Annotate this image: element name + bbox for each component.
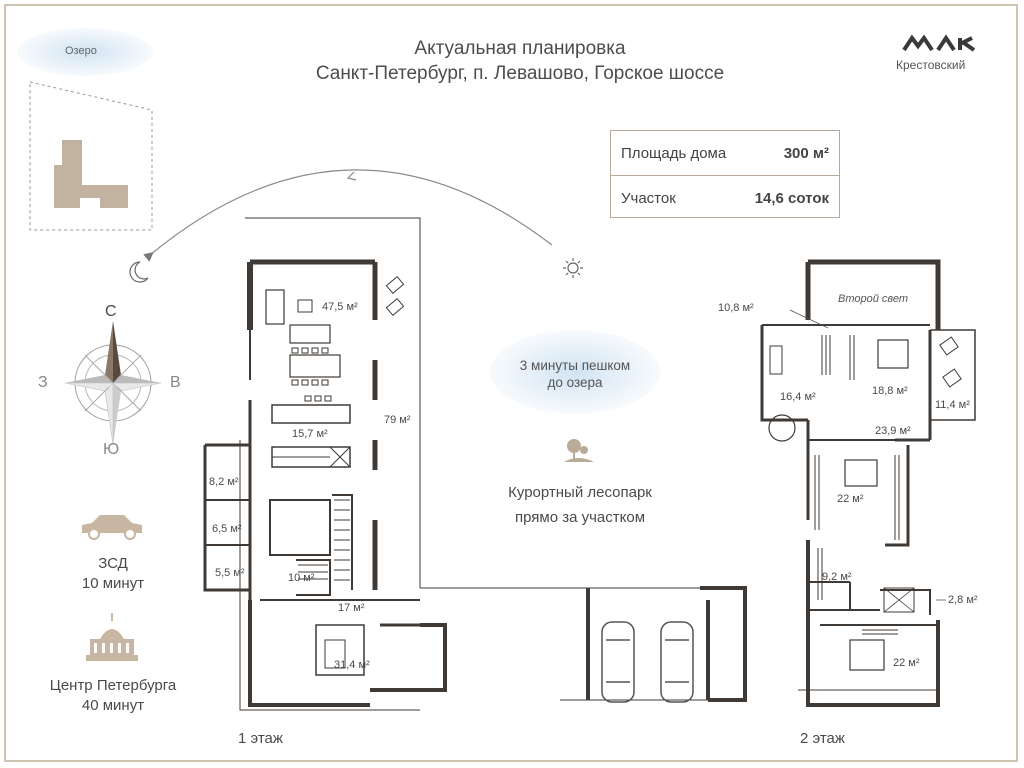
leader-line <box>789 309 829 329</box>
room-area-label: 2,8 м² <box>948 594 978 606</box>
page-frame <box>4 4 1018 762</box>
house-footprint-icon <box>54 140 128 208</box>
room-area-label: 22 м² <box>837 493 864 505</box>
sun-path-arc <box>143 169 553 262</box>
tree-icon <box>564 439 594 462</box>
room-area-label: 17 м² <box>338 602 365 614</box>
center-time: 40 минут <box>81 697 145 714</box>
forest-note-line1: Курортный лесопарк <box>508 484 652 501</box>
forest-note-line2: прямо за участком <box>514 509 646 526</box>
room-area-label: 16,4 м² <box>780 391 816 403</box>
page-title: Актуальная планировка <box>414 38 626 59</box>
house-area-value: 300 м² <box>783 145 829 162</box>
sun-icon <box>563 258 583 278</box>
lake-glow <box>490 330 660 414</box>
room-area-label: 10 м² <box>288 572 315 584</box>
moon-icon <box>129 261 149 283</box>
brand-name: Крестовский <box>896 58 966 72</box>
compass-rose-icon <box>64 321 162 446</box>
zsd-label: ЗСД <box>98 555 128 572</box>
floor2-plan <box>760 259 976 707</box>
lake-note-line2: до озера <box>547 375 603 390</box>
room-area-label: 11,4 м² <box>935 399 970 411</box>
car-icon <box>82 515 142 540</box>
room-area-label: 8,2 м² <box>209 476 239 488</box>
compass-south: Ю <box>103 441 120 458</box>
plot-row: Участок 14,6 соток <box>611 175 839 219</box>
floor1-label: 1 этаж <box>238 730 283 747</box>
house-area-label: Площадь дома <box>621 145 727 162</box>
parked-car-2-icon <box>660 621 694 703</box>
room-area-label: 5,5 м² <box>215 567 245 579</box>
room-area-label: 31,4 м² <box>334 659 370 671</box>
zsd-time: 10 минут <box>81 575 145 592</box>
house-area-row: Площадь дома 300 м² <box>611 131 839 174</box>
site-plan <box>17 28 153 231</box>
room-area-label: 18,8 м² <box>872 385 908 397</box>
plot-boundary <box>29 81 153 231</box>
plot-value: 14,6 соток <box>754 190 829 207</box>
room-area-label: 15,7 м² <box>292 428 328 440</box>
plot-label: Участок <box>621 190 676 207</box>
room-area-label: 23,9 м² <box>875 425 911 437</box>
info-table: Площадь дома 300 м² Участок 14,6 соток <box>610 130 840 218</box>
room-area-label: 10,8 м² <box>718 302 754 314</box>
second-light-label: Второй свет <box>838 293 909 305</box>
landmark-icon <box>86 613 138 661</box>
room-area-label: 9,2 м² <box>822 571 852 583</box>
page-subtitle: Санкт-Петербург, п. Левашово, Горское шо… <box>315 63 725 84</box>
brand-logo-icon <box>902 34 976 52</box>
floor1-plan <box>203 217 747 711</box>
room-area-label: 79 м² <box>384 414 411 426</box>
compass-east: В <box>170 374 181 391</box>
parked-car-1-icon <box>601 621 635 703</box>
room-area-label: 22 м² <box>893 657 920 669</box>
lake-label: Озеро <box>65 45 97 57</box>
floor2-label: 2 этаж <box>800 730 845 747</box>
lake-shape <box>17 28 153 76</box>
compass-west: З <box>38 374 48 391</box>
compass-north: С <box>105 303 117 320</box>
room-area-label: 6,5 м² <box>212 523 242 535</box>
room-area-label: 47,5 м² <box>322 301 358 313</box>
lake-note-line1: 3 минуты пешком <box>519 358 631 373</box>
center-label: Центр Петербурга <box>49 677 177 694</box>
